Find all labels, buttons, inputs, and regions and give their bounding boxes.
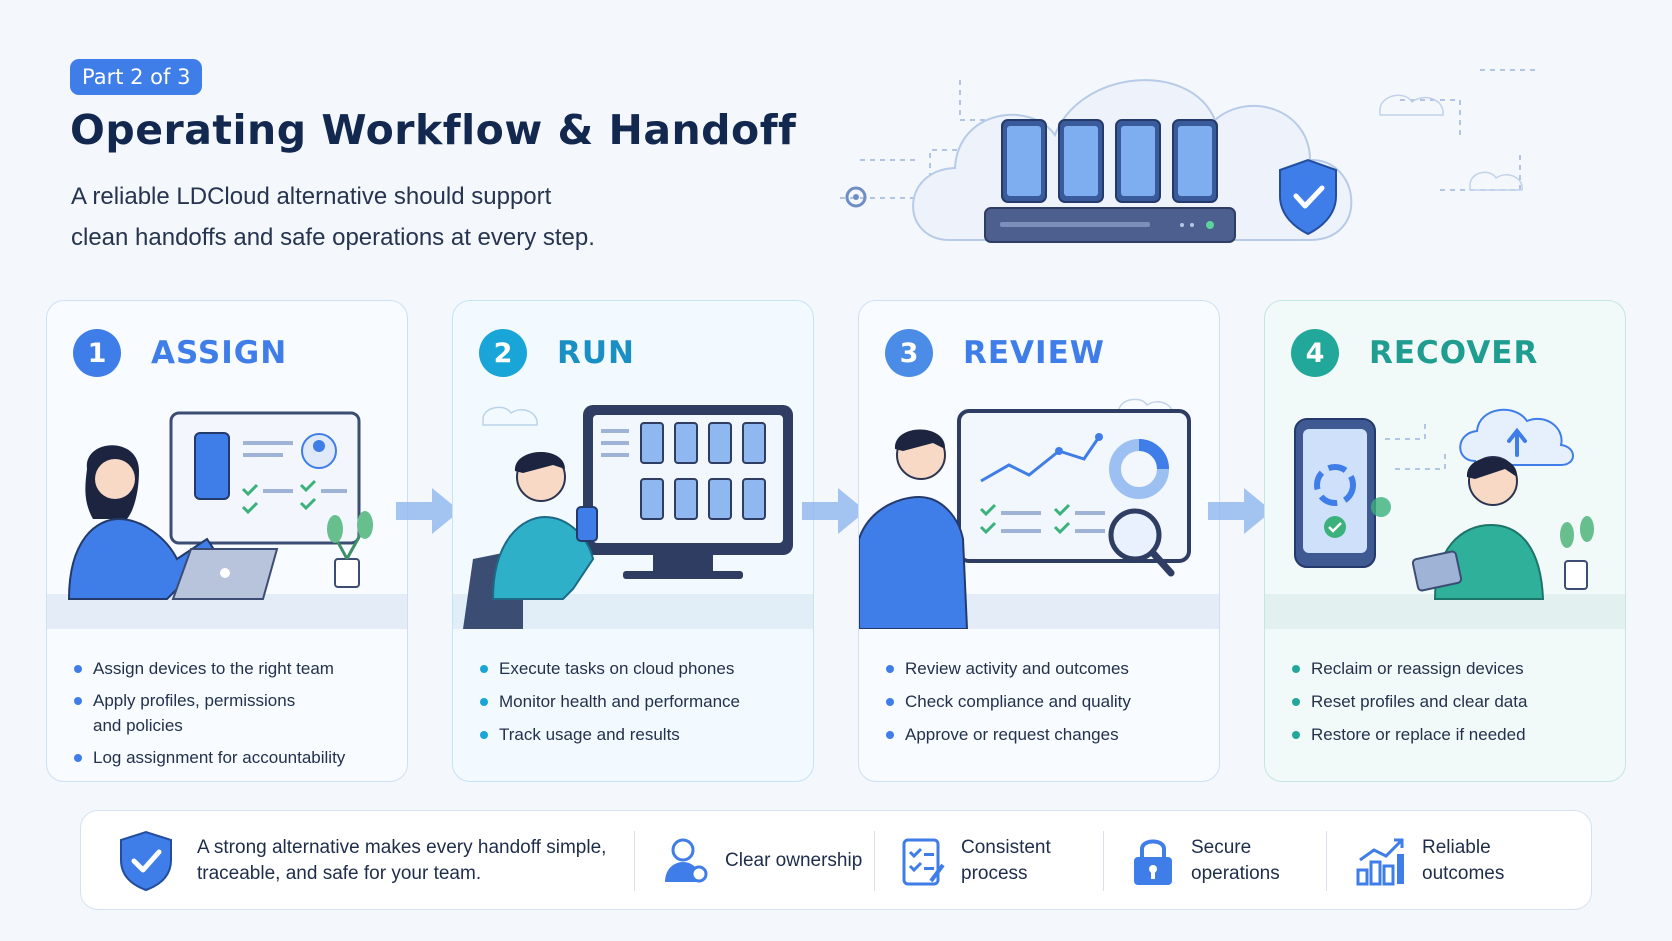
list-item: Reset profiles and clear data bbox=[1291, 689, 1611, 715]
lock-icon bbox=[1134, 839, 1172, 885]
flow-arrow bbox=[396, 488, 460, 534]
summary-line-2: traceable, and safe for your team. bbox=[197, 863, 482, 884]
step-card-review: 3 REVIEW Review activity and outcomes bbox=[858, 300, 1220, 782]
user-ownership-icon bbox=[665, 838, 708, 883]
page-title: Operating Workflow & Handoff bbox=[70, 106, 797, 154]
phone-icons bbox=[1001, 119, 1218, 203]
subtitle-line-2: clean handoffs and safe operations at ev… bbox=[71, 224, 595, 251]
list-item: Monitor health and performance bbox=[479, 689, 799, 715]
divider bbox=[1103, 831, 1104, 891]
step-number-badge: 2 bbox=[479, 329, 527, 377]
step-card-recover: 4 RECOVER Reclaim or reass bbox=[1264, 300, 1626, 782]
feature-label: Consistent bbox=[961, 837, 1051, 858]
cloud-server-illustration bbox=[840, 69, 1540, 243]
list-item: Execute tasks on cloud phones bbox=[479, 656, 799, 682]
feature-consistent-process: Consistent process bbox=[901, 811, 1051, 911]
flow-arrow bbox=[1208, 488, 1272, 534]
magnifier-icon bbox=[1108, 508, 1175, 577]
shield-check-icon bbox=[1279, 158, 1337, 236]
step-title: REVIEW bbox=[963, 335, 1105, 371]
step-number-badge: 1 bbox=[73, 329, 121, 377]
gear-icon bbox=[845, 186, 867, 208]
list-item-continuation: and policies bbox=[93, 716, 183, 735]
step-card-assign: 1 ASSIGN Assign devices to t bbox=[46, 300, 408, 782]
divider bbox=[1326, 831, 1327, 891]
flow-arrow bbox=[802, 488, 866, 534]
list-item: Apply profiles, permissions bbox=[73, 688, 393, 713]
list-item: Check compliance and quality bbox=[885, 689, 1205, 715]
step-bullet-list: Assign devices to the right team Apply p… bbox=[73, 656, 393, 777]
footer-summary: A strong alternative makes every handoff… bbox=[119, 811, 606, 911]
summary-line-1: A strong alternative makes every handoff… bbox=[197, 837, 607, 858]
step-header: 4 RECOVER bbox=[1291, 327, 1538, 379]
list-item: Review activity and outcomes bbox=[885, 656, 1205, 682]
feature-reliable-outcomes: Reliable outcomes bbox=[1356, 811, 1504, 911]
step-bullet-list: Review activity and outcomes Check compl… bbox=[885, 656, 1205, 755]
step-header: 2 RUN bbox=[479, 327, 635, 379]
feature-label: Clear ownership bbox=[725, 850, 863, 871]
feature-label: outcomes bbox=[1422, 863, 1505, 884]
step-number-badge: 3 bbox=[885, 329, 933, 377]
list-item: Assign devices to the right team bbox=[73, 656, 393, 681]
feature-label: Secure bbox=[1191, 837, 1252, 858]
feature-clear-ownership: Clear ownership bbox=[661, 811, 862, 911]
feature-label: process bbox=[961, 863, 1028, 884]
list-item: Reclaim or reassign devices bbox=[1291, 656, 1611, 682]
step-bullet-list: Execute tasks on cloud phones Monitor he… bbox=[479, 656, 799, 755]
step-title: ASSIGN bbox=[151, 335, 288, 371]
list-item: Track usage and results bbox=[479, 722, 799, 748]
feature-label: operations bbox=[1191, 863, 1280, 884]
review-illustration bbox=[859, 398, 1219, 629]
list-item: Restore or replace if needed bbox=[1291, 722, 1611, 748]
step-bullet-list: Reclaim or reassign devices Reset profil… bbox=[1291, 656, 1611, 755]
subtitle-line-1: A reliable LDCloud alternative should su… bbox=[71, 183, 552, 210]
step-header: 1 ASSIGN bbox=[73, 327, 287, 379]
run-illustration bbox=[453, 405, 813, 629]
step-title: RECOVER bbox=[1369, 335, 1539, 371]
feature-secure-operations: Secure operations bbox=[1131, 811, 1280, 911]
step-header: 3 REVIEW bbox=[885, 327, 1105, 379]
checklist-icon bbox=[902, 838, 945, 886]
step-card-run: 2 RUN Execute tasks on cloud phone bbox=[452, 300, 814, 782]
shield-check-icon bbox=[120, 830, 172, 892]
part-badge: Part 2 of 3 bbox=[70, 59, 203, 95]
summary-footer: A strong alternative makes every handoff… bbox=[80, 810, 1592, 910]
list-item: Approve or request changes bbox=[885, 722, 1205, 748]
divider bbox=[634, 831, 635, 891]
page-subtitle: A reliable LDCloud alternative should su… bbox=[71, 176, 711, 258]
step-title: RUN bbox=[557, 335, 635, 371]
bar-chart-icon bbox=[1356, 838, 1404, 886]
feature-label: Reliable bbox=[1422, 837, 1491, 858]
step-number-badge: 4 bbox=[1291, 329, 1339, 377]
assign-illustration bbox=[47, 411, 407, 629]
divider bbox=[874, 831, 875, 891]
recover-illustration bbox=[1265, 408, 1625, 629]
list-item: Log assignment for accountability bbox=[73, 745, 393, 770]
